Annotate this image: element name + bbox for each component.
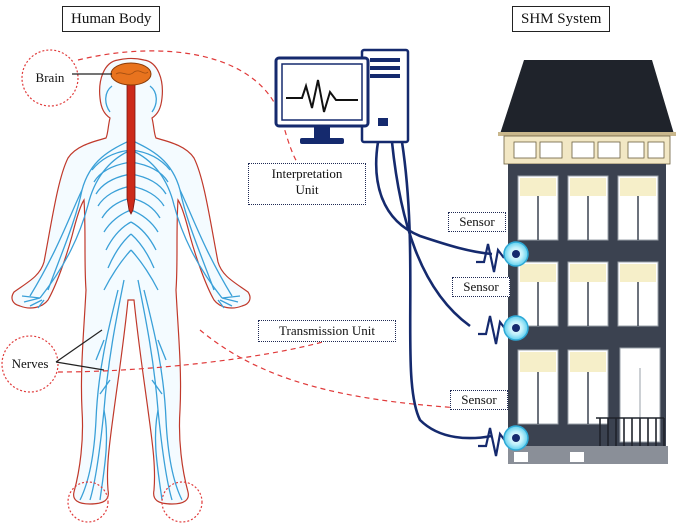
dashed-connections: [57, 50, 461, 409]
shm-system-title: SHM System: [512, 6, 611, 32]
spinal-cord: [126, 77, 136, 215]
nerves-label-circle: [1, 335, 59, 393]
nerves-pointer-lines: [55, 329, 105, 371]
sensor-label-1: Sensor: [448, 212, 506, 232]
body-outline: [11, 57, 251, 505]
computer-workstation: [274, 48, 410, 144]
sensor-node-3: [478, 425, 529, 457]
human-body-figure: [11, 57, 251, 505]
nerves-label: Nerves: [12, 356, 49, 371]
nerve-network: [21, 85, 241, 501]
interpretation-unit-line2: Unit: [295, 182, 319, 197]
transmission-unit-box: Transmission Unit: [258, 320, 396, 342]
building: [498, 60, 676, 464]
interpretation-unit-line1: Interpretation: [271, 166, 343, 181]
highlight-circles: [1, 49, 203, 523]
sensor-node-2: [478, 315, 529, 345]
brain-label: Brain: [36, 70, 65, 85]
brain-label-circle: [21, 49, 79, 107]
human-body-title: Human Body: [62, 6, 161, 32]
sensor-label-2: Sensor: [452, 277, 510, 297]
sensor-cables: [374, 141, 493, 440]
right-foot-circle: [161, 481, 203, 523]
interpretation-unit-box: Interpretation Unit: [248, 163, 366, 205]
sensor-node-1: [476, 241, 529, 273]
sensor-label-3: Sensor: [450, 390, 508, 410]
left-foot-circle: [67, 481, 109, 523]
